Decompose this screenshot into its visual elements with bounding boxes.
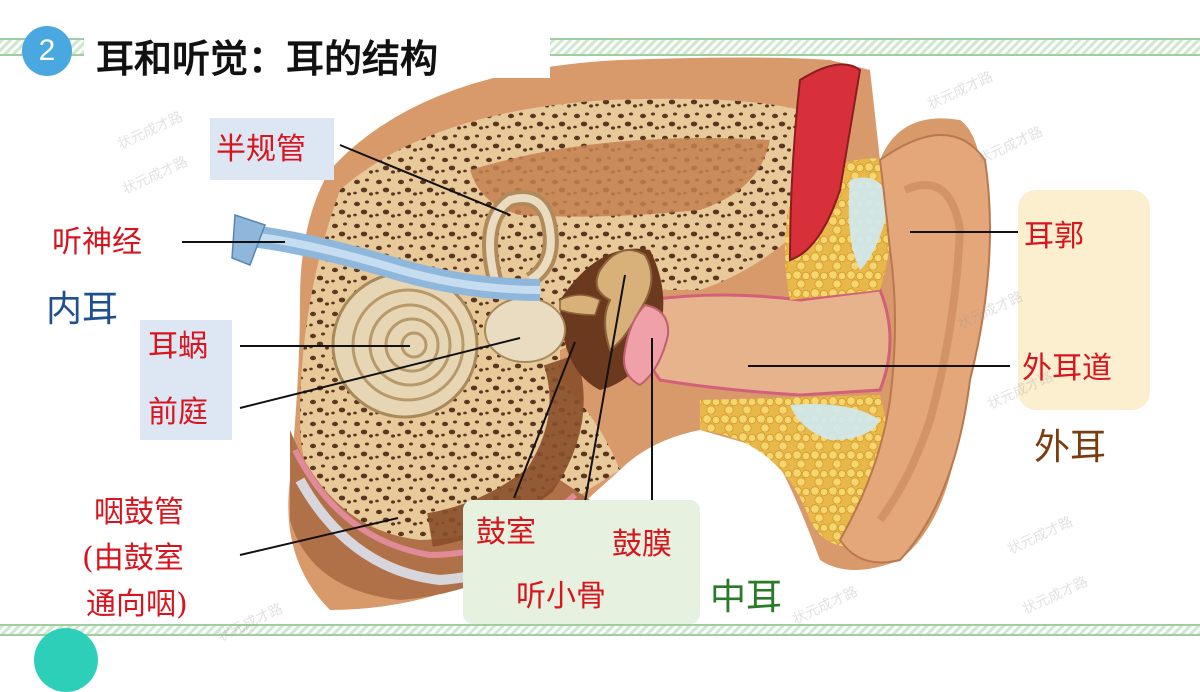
label-auricle: 耳郭	[1024, 219, 1084, 254]
category-inner-ear: 内耳	[46, 289, 119, 330]
auricle	[838, 134, 991, 564]
section-number-badge: 2	[22, 26, 72, 76]
upper-tissue-band	[470, 138, 770, 217]
slide: 状元成才路 状元成才路 状元成才路 状元成才路 状元成才路 状元成才路 状元成才…	[0, 16, 1200, 692]
label-eustachian-tube-2: (由鼓室	[82, 541, 184, 576]
highlight-middle-ear	[463, 500, 700, 624]
vestibule	[484, 297, 566, 363]
category-middle-ear: 中耳	[710, 577, 783, 618]
highlight-semicircular	[210, 118, 334, 180]
label-ossicles: 听小骨	[516, 579, 606, 614]
ossicles	[595, 249, 653, 352]
category-outer-ear: 外耳	[1034, 427, 1107, 468]
muscle	[788, 63, 862, 262]
label-cochlea: 耳蜗	[148, 329, 208, 364]
auricle-fold	[876, 181, 965, 523]
highlight-outer-ear	[1018, 190, 1150, 410]
page-title: 耳和听觉：耳的结构	[96, 37, 439, 81]
label-auditory-nerve: 听神经	[52, 225, 142, 260]
label-eardrum: 鼓膜	[612, 527, 672, 562]
label-semicircular-canals: 半规管	[216, 132, 306, 167]
label-eustachian-tube-1: 咽鼓管	[94, 495, 184, 530]
title-background	[84, 16, 550, 78]
highlight-inner-labels	[140, 320, 232, 440]
bottom-decorative-stripe	[0, 624, 1200, 636]
eardrum	[623, 303, 670, 387]
stapes	[559, 294, 601, 316]
label-eustachian-tube-3: 通向咽)	[86, 587, 188, 622]
label-tympanic-cavity: 鼓室	[476, 515, 536, 550]
ear-anatomy-illustration	[182, 57, 1018, 610]
cartilage-upper	[848, 177, 890, 270]
ear-canal	[640, 288, 892, 397]
cartilage-lower	[790, 404, 880, 440]
label-vestibule: 前庭	[148, 395, 208, 430]
label-ear-canal: 外耳道	[1022, 351, 1112, 386]
